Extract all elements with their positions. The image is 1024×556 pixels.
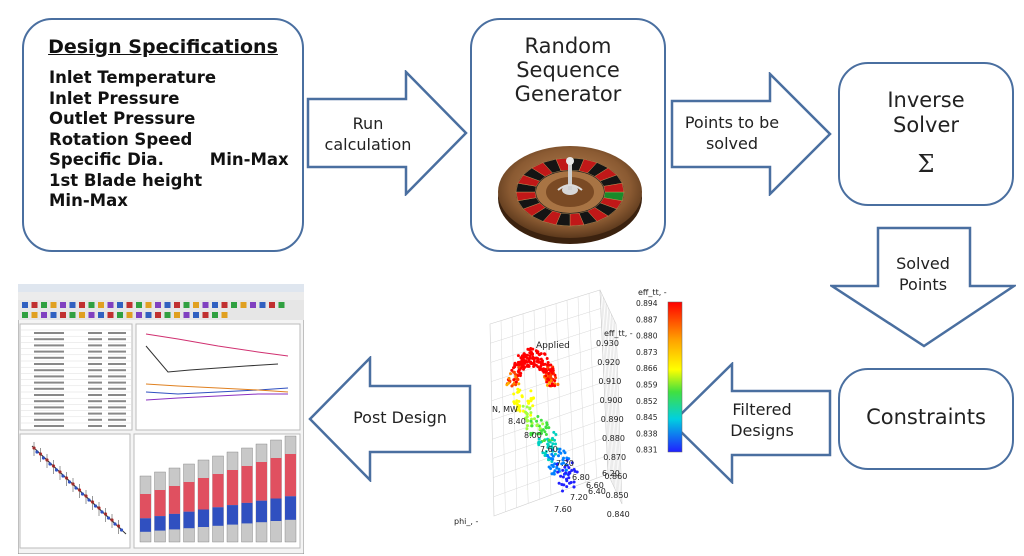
z-tick-label: 0.840 [607, 510, 630, 519]
design-spec-list: Inlet Temperature Inlet Pressure Outlet … [49, 68, 289, 212]
y-tick-label: 6.60 [586, 481, 604, 490]
points-to-be-solved-label: Points to be solved [684, 113, 780, 153]
x-tick-label: 8.00 [524, 431, 542, 440]
z-tick-label: 0.860 [604, 472, 627, 481]
z-tick-label: 0.900 [600, 396, 623, 405]
colorbar-tick-label: 0.845 [636, 413, 658, 422]
colorbar-title: eff_tt, - [638, 288, 667, 297]
x-axis-label: N, MW [492, 405, 518, 414]
y-tick-label: 7.60 [554, 505, 572, 514]
scatter-3d-plot: Applied eff_tt, - N, MW phi_, - 0.930 0.9… [454, 289, 633, 526]
design-specifications-title: Design Specifications [48, 36, 278, 58]
sigma-symbol: Σ [917, 150, 935, 178]
z-tick-label: 0.850 [606, 491, 629, 500]
constraints-box: Constraints [838, 368, 1014, 470]
z-axis-label: eff_tt, - [604, 329, 633, 338]
colorbar-tick-label: 0.880 [636, 332, 658, 341]
x-tick-label: 8.40 [508, 417, 526, 426]
constraints-title: Constraints [866, 405, 986, 429]
filtered-designs-arrow [670, 362, 832, 484]
run-calculation-label: Run calculation [324, 114, 412, 154]
points-to-be-solved-arrow [670, 72, 832, 196]
applied-label: Applied [536, 341, 570, 351]
y-tick-label: 6.20 [602, 469, 620, 478]
inverse-solver-title: Inverse Solver [887, 88, 965, 137]
z-tick-label: 0.920 [597, 358, 620, 367]
post-design-arrow [308, 356, 472, 482]
colorbar-tick-label: 0.894 [636, 299, 658, 308]
rsg-title: Random Sequence Generator [514, 34, 622, 106]
z-tick-label: 0.880 [602, 434, 625, 443]
x-tick-label: 6.80 [572, 473, 590, 482]
colorbar: eff_tt, - 0.894 0.887 0.880 0.873 0.866 0.859… [636, 288, 683, 455]
spec-item: 1st Blade height Min-Max [49, 170, 220, 211]
colorbar-tick-label: 0.873 [636, 348, 658, 357]
y-tick-label: 7.20 [570, 493, 588, 502]
solved-points-label: Solved Points [896, 254, 950, 294]
colorbar-tick-label: 0.887 [636, 315, 658, 324]
post-design-software-screenshot [18, 284, 304, 554]
post-design-label: Post Design [353, 408, 447, 427]
inverse-solver-box: Inverse Solver Σ [838, 62, 1014, 206]
y-axis-label: phi_, - [454, 517, 478, 526]
z-tick-label: 0.910 [598, 377, 621, 386]
colorbar-tick-label: 0.831 [636, 446, 658, 455]
spec-item: Rotation Speed [49, 129, 193, 149]
design-specifications-box: Design Specifications Inlet Temperature … [22, 18, 304, 252]
random-sequence-generator-box: Random Sequence Generator [470, 18, 666, 252]
spec-item: Inlet Temperature [49, 68, 217, 87]
colorbar-tick-label: 0.838 [636, 429, 658, 438]
spec-item: Specific Dia. Min-Max [49, 150, 289, 169]
colorbar-tick-label: 0.866 [636, 364, 658, 373]
roulette-wheel-image [498, 146, 642, 244]
spec-item: Outlet Pressure [49, 109, 196, 128]
x-tick-label: 7.20 [556, 459, 574, 468]
filtered-designs-label: Filtered Designs [730, 400, 794, 440]
z-tick-label: 0.890 [601, 415, 624, 424]
z-tick-label: 0.870 [603, 453, 626, 462]
spec-item: Inlet Pressure [49, 88, 180, 108]
colorbar-tick-label: 0.859 [636, 381, 658, 390]
x-tick-label: 6.40 [588, 487, 606, 496]
colorbar-tick-label: 0.852 [636, 397, 658, 406]
run-calculation-arrow [306, 70, 468, 196]
solved-points-arrow [830, 226, 1016, 348]
x-tick-label: 7.60 [540, 445, 558, 454]
z-tick-label: 0.930 [596, 339, 619, 348]
